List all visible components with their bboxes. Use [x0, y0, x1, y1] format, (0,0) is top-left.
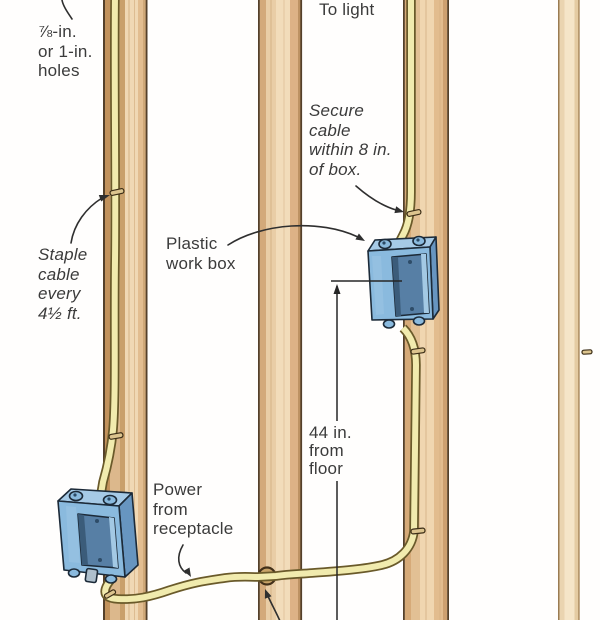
- switch-work-box: [367, 235, 440, 329]
- power-cable: [100, 324, 421, 604]
- label-power-source: Power from receptacle: [153, 480, 234, 538]
- leader-holes: [61, 0, 73, 20]
- cable-staples: [103, 188, 593, 599]
- stud-center: [258, 0, 303, 620]
- receptacle-work-box: [57, 488, 139, 584]
- leader-plastic-work-box: [227, 224, 365, 246]
- label-to-light: To light: [319, 0, 375, 19]
- leader-power-cable: [177, 544, 191, 577]
- label-holes: ⅞-in. or 1-in. holes: [38, 22, 93, 80]
- feed-cable: [96, 0, 121, 495]
- leader-secure-cable: [355, 185, 404, 214]
- label-height-dimension: 44 in. from floor: [309, 423, 352, 478]
- leader-staple-cable: [70, 195, 110, 244]
- leader-bored-hole: [264, 589, 281, 620]
- label-secure-cable: Secure cable within 8 in. of box.: [309, 101, 392, 179]
- label-plastic-work-box: Plastic work box: [166, 234, 236, 273]
- dimension-line: [331, 280, 402, 620]
- label-staple-cable: Staple cable every 4½ ft.: [38, 245, 88, 323]
- stud-far-right: [558, 0, 580, 620]
